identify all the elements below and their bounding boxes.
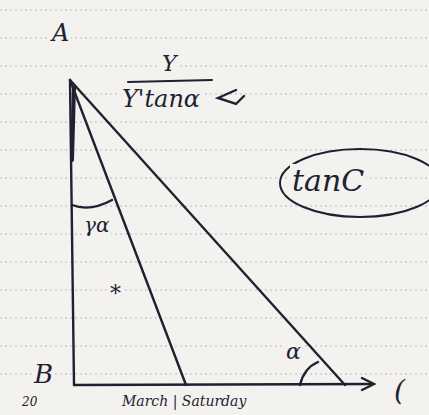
angle-label: γα xyxy=(82,214,111,236)
circled-note: tanC xyxy=(290,164,366,197)
date-text: March | Saturday xyxy=(120,394,248,409)
vertex-label: B xyxy=(32,360,55,389)
vertex-label: A xyxy=(50,20,71,46)
ruled-lines xyxy=(0,10,429,374)
bracket-mark: ( xyxy=(392,376,407,407)
numerator-label: Y xyxy=(160,52,179,76)
denominator-label: Y'tanα xyxy=(120,86,202,112)
triangle xyxy=(70,80,429,390)
date-number: 20 xyxy=(20,396,39,409)
mark-label: * xyxy=(108,282,123,306)
angle-label: α xyxy=(284,340,303,364)
